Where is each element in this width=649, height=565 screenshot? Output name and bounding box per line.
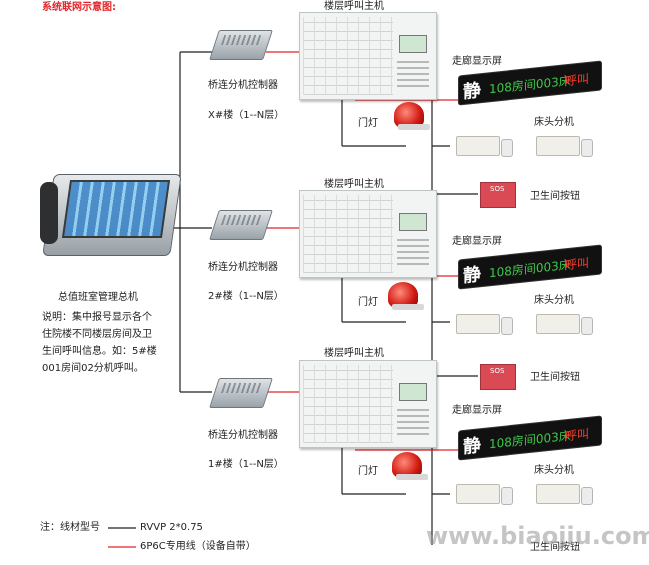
handset-icon	[40, 182, 58, 244]
door-lamp	[388, 282, 424, 310]
corridor-label: 走廊显示屏	[452, 236, 502, 247]
description-line: 生间呼叫信息。如：5#楼	[42, 346, 157, 357]
diagram-title: 系统联网示意图:	[42, 2, 116, 13]
host-label: 楼层呼叫主机	[324, 1, 384, 12]
bedside-unit	[536, 136, 593, 157]
toilet-label: 卫生间按钮	[530, 542, 580, 553]
admin-console	[40, 168, 182, 264]
door-lamp-label: 门灯	[358, 297, 378, 308]
description-line: 001房间02分机呼叫。	[42, 363, 144, 374]
toilet-button: SOS	[480, 182, 516, 208]
bedside-label: 床头分机	[534, 295, 574, 306]
bedside-unit	[536, 484, 593, 505]
host-label: 楼层呼叫主机	[324, 179, 384, 190]
display-call-text: 呼叫	[565, 255, 590, 273]
bedside-label: 床头分机	[534, 117, 574, 128]
display-static-char: 静	[463, 80, 481, 104]
toilet-label: 卫生间按钮	[530, 372, 580, 383]
sos-text: SOS	[490, 185, 505, 193]
door-lamp	[394, 102, 430, 130]
display-room-text: 108房间003床	[489, 428, 571, 452]
building-label: 2#楼（1--N层）	[208, 291, 284, 302]
bridge-controller	[209, 378, 273, 408]
door-lamp	[392, 452, 428, 480]
legend-prefix: 注：线材型号	[40, 522, 100, 533]
floor-call-host	[299, 190, 437, 278]
watermark: www.biaojiu.com	[426, 522, 649, 550]
toilet-label: 卫生间按钮	[530, 191, 580, 202]
floor-call-host	[299, 360, 437, 448]
legend-black-line-label: RVVP 2*0.75	[140, 522, 203, 533]
corridor-label: 走廊显示屏	[452, 405, 502, 416]
bedside-unit	[536, 314, 593, 335]
toilet-button: SOS	[480, 364, 516, 390]
display-room-text: 108房间003床	[489, 257, 571, 281]
bridge-label: 桥连分机控制器	[208, 262, 278, 273]
rvvp-lines	[108, 51, 478, 545]
sos-text: SOS	[490, 367, 505, 375]
admin-label: 总值班室管理总机	[58, 292, 138, 303]
display-room-text: 108房间003床	[489, 73, 571, 97]
bedside-unit	[456, 314, 513, 335]
description-line: 住院楼不同楼层房间及卫	[42, 329, 152, 340]
legend-red-line-label: 6P6C专用线（设备自带）	[140, 541, 256, 552]
display-static-char: 静	[463, 435, 481, 459]
bridge-label: 桥连分机控制器	[208, 80, 278, 91]
bedside-label: 床头分机	[534, 465, 574, 476]
building-label: 1#楼（1--N层）	[208, 459, 284, 470]
door-lamp-label: 门灯	[358, 466, 378, 477]
display-static-char: 静	[463, 264, 481, 288]
building-label: X#楼（1--N层）	[208, 110, 285, 121]
admin-description: 说明：集中报号显示各个 住院楼不同楼层房间及卫 生间呼叫信息。如：5#楼 001…	[42, 309, 157, 377]
door-lamp-label: 门灯	[358, 118, 378, 129]
bridge-controller	[209, 30, 273, 60]
bedside-unit	[456, 484, 513, 505]
display-call-text: 呼叫	[565, 71, 590, 89]
bedside-unit	[456, 136, 513, 157]
corridor-label: 走廊显示屏	[452, 56, 502, 67]
host-label: 楼层呼叫主机	[324, 348, 384, 359]
bridge-controller	[209, 210, 273, 240]
description-line: 说明：集中报号显示各个	[42, 312, 152, 323]
floor-call-host	[299, 12, 437, 100]
bridge-label: 桥连分机控制器	[208, 430, 278, 441]
display-call-text: 呼叫	[565, 426, 590, 444]
